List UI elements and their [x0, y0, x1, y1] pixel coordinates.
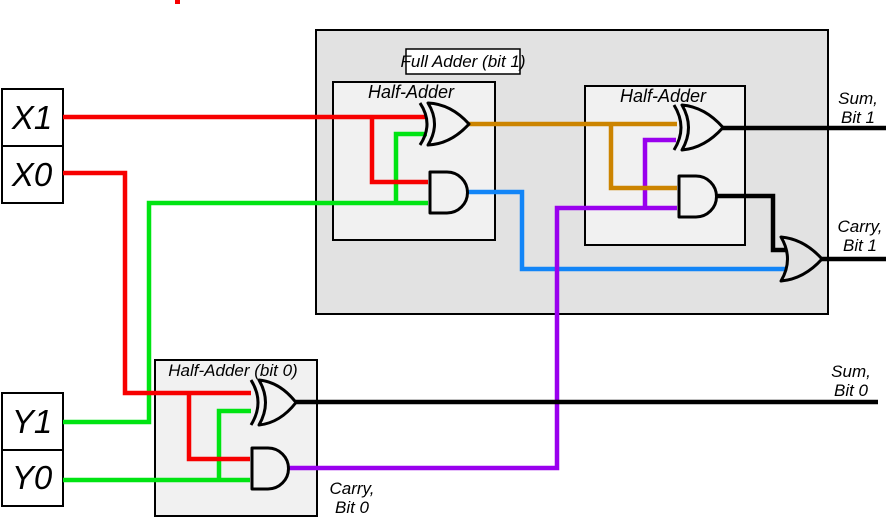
or-body: [779, 235, 824, 283]
input-box-y0: [1, 449, 64, 507]
input-label-y0: Y0: [12, 459, 53, 496]
xor-gate-ha-bit0: [249, 378, 298, 427]
output-label-line: Bit 1: [843, 236, 877, 255]
input-label-y1: Y1: [12, 403, 52, 440]
output-label-line: Bit 0: [335, 498, 370, 517]
half-adder-bit0-title: Half-Adder (bit 0): [168, 361, 297, 380]
output-label-line: Bit 1: [841, 108, 875, 127]
wire-black-and2-to-or: [714, 193, 789, 253]
output-label-line: Sum,: [831, 362, 871, 381]
wire-x1-red: [63, 114, 428, 185]
half-adder-left-title: Half-Adder: [368, 82, 455, 102]
and-gate-ha-bit0: [250, 446, 290, 491]
wire-blue-and1-to-or: [464, 189, 789, 272]
xor-body: [426, 101, 471, 147]
input-label-x0: X0: [11, 156, 53, 193]
input-box-x0: [1, 145, 64, 204]
full-adder-title-box: [405, 48, 521, 75]
input-box-y1: [1, 392, 64, 451]
wire-orange-xor1-out: [467, 121, 677, 191]
xor-body: [680, 103, 725, 152]
wire-x0-red: [63, 170, 251, 462]
xor-gate-ha-left: [418, 101, 471, 147]
output-label-line: Carry,: [837, 217, 882, 236]
output-label-line: Sum,: [838, 89, 878, 108]
output-label-line: Carry,: [329, 479, 374, 498]
clipped-red-artifact-dot: [175, 0, 180, 4]
xor-back-curve: [418, 102, 429, 146]
full-adder-title: Full Adder (bit 1): [400, 52, 525, 71]
and-body: [677, 174, 718, 219]
xor-back-curve: [249, 379, 260, 426]
wire-purple-carry0: [288, 137, 677, 471]
output-label-sum-bit1: Sum, Bit 1: [838, 89, 878, 127]
output-label-sum-bit0: Sum, Bit 0: [831, 362, 871, 400]
half-adder-bit0-box: [154, 359, 318, 517]
xor-gate-ha-right: [672, 103, 725, 152]
and-body: [250, 446, 290, 491]
input-label-x1: X1: [11, 99, 52, 136]
half-adder-left-box: [332, 81, 496, 241]
output-label-carry-bit1: Carry, Bit 1: [837, 217, 882, 255]
and-body: [428, 170, 469, 215]
half-adder-right-title: Half-Adder: [620, 86, 707, 106]
output-label-carry-bit0: Carry, Bit 0: [329, 479, 374, 517]
and-gate-ha-right: [677, 174, 718, 219]
and-gate-ha-left: [428, 170, 469, 215]
xor-body: [257, 378, 298, 427]
or-gate-carry1: [779, 235, 824, 283]
xor-back-curve: [672, 104, 683, 151]
output-label-line: Bit 0: [834, 381, 869, 400]
